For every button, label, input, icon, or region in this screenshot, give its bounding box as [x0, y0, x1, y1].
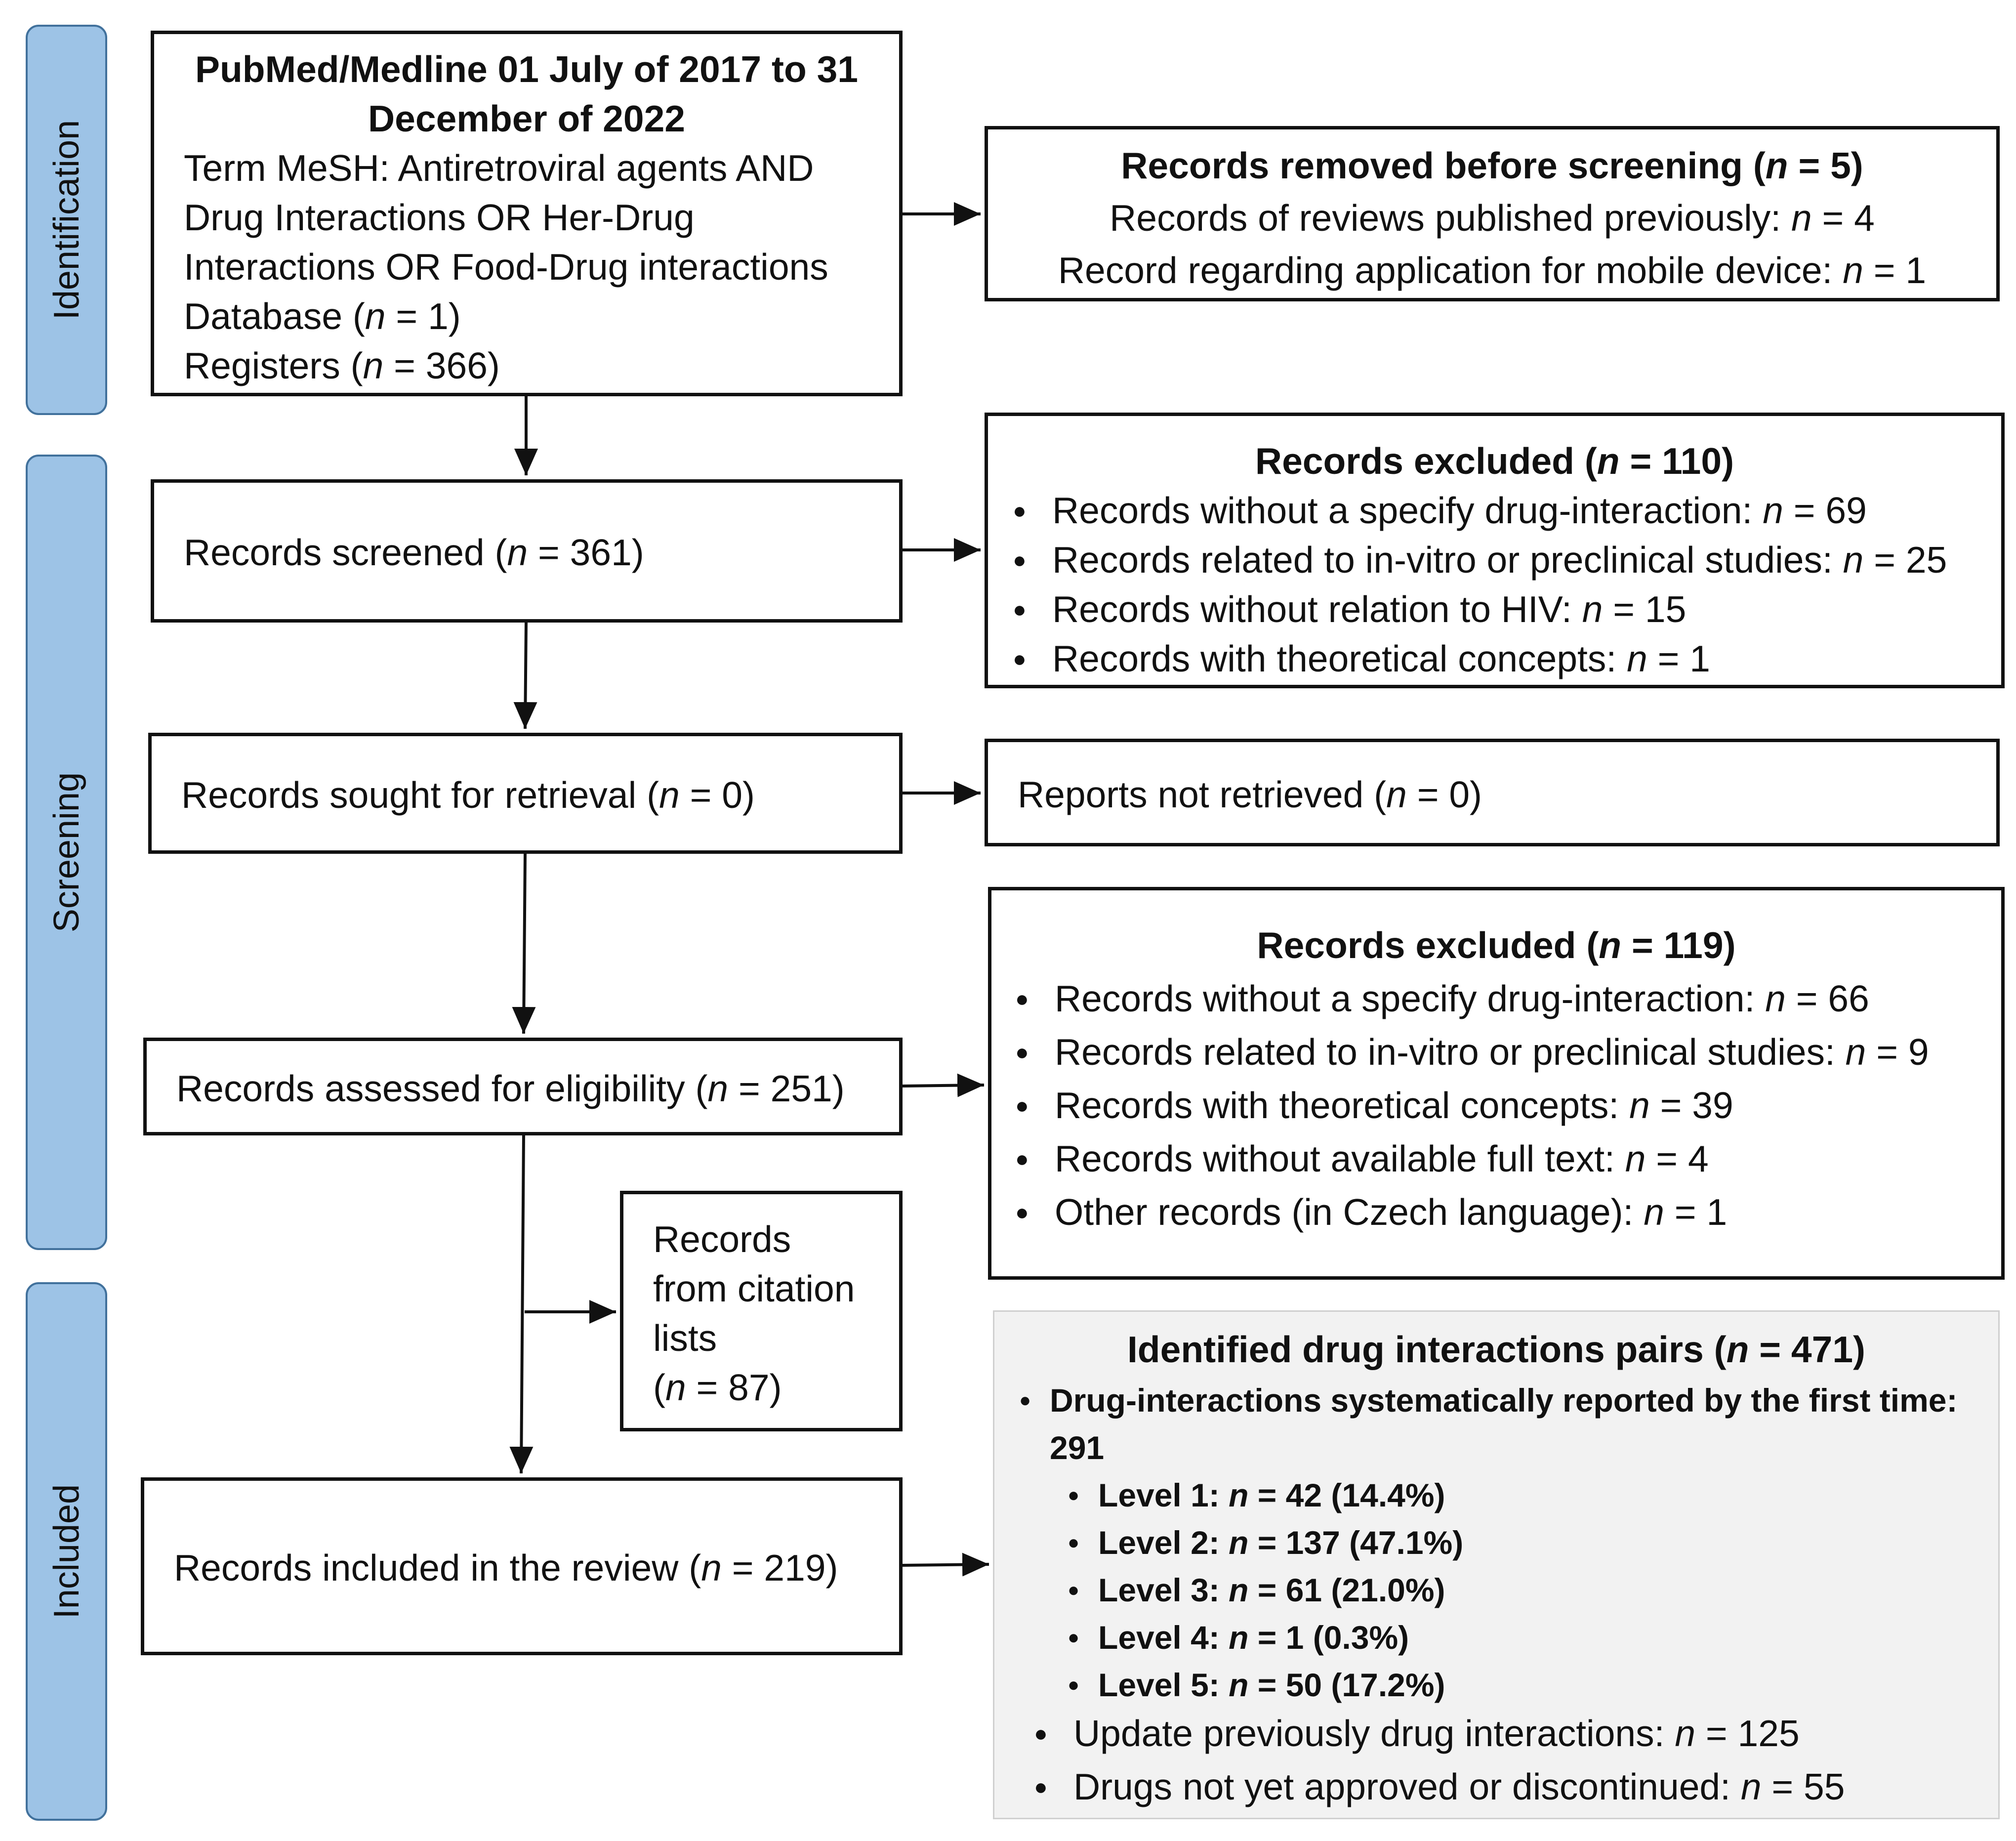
excluded-1-title: Records excluded (n = 110)	[1255, 440, 1734, 482]
arrow-eligibility-to-included	[509, 1135, 534, 1474]
pairs-level-item: Level 1: n = 42 (14.4%)	[1068, 1470, 1445, 1520]
pairs-level-item: Level 4: n = 1 (0.3%)	[1068, 1612, 1409, 1663]
arrow-sought-to-eligibility	[512, 853, 536, 1034]
pairs-not-approved: Drugs not yet approved or discontinued: …	[1034, 1761, 1845, 1812]
sought-text: Records sought for retrieval (n = 0)	[181, 774, 755, 816]
eligibility-box: Records assessed for eligibility (n = 25…	[143, 1038, 903, 1135]
excluded-1-item: Records without a specify drug-interacti…	[1013, 485, 1867, 536]
not-retrieved-box: Reports not retrieved (n = 0)	[985, 739, 2000, 846]
pairs-level-item: Level 5: n = 50 (17.2%)	[1068, 1660, 1445, 1710]
removed-box: Records removed before screening (n = 5)…	[985, 126, 2000, 301]
excluded-box-2: Records excluded (n = 119) Records witho…	[988, 887, 2005, 1280]
identification-line1: Term MeSH: Antiretroviral agents AND	[184, 147, 814, 189]
removed-line2: Record regarding application for mobile …	[1058, 250, 1927, 291]
screened-text: Records screened (n = 361)	[184, 532, 644, 573]
pairs-title: Identified drug interactions pairs (n = …	[1127, 1329, 1866, 1370]
screened-box: Records screened (n = 361)	[151, 479, 903, 623]
excluded-box-1: Records excluded (n = 110) Records witho…	[985, 413, 2005, 688]
excluded-2-item: Records related to in-vitro or preclinic…	[1015, 1027, 1929, 1077]
excluded-2-item: Records with theoretical concepts: n = 3…	[1015, 1080, 1733, 1130]
pairs-first-time-line2: 291	[1050, 1429, 1105, 1466]
removed-line1: Records of reviews published previously:…	[1110, 197, 1875, 239]
pairs-level-item: Level 3: n = 61 (21.0%)	[1068, 1565, 1445, 1615]
phase-screening: Screening	[26, 455, 107, 1250]
eligibility-text: Records assessed for eligibility (n = 25…	[176, 1068, 845, 1109]
excluded-1-item: Records with theoretical concepts: n = 1	[1013, 633, 1710, 684]
excluded-2-item: Other records (in Czech language): n = 1	[1015, 1187, 1727, 1237]
identification-line3: Interactions OR Food-Drug interactions	[184, 246, 828, 288]
identification-database: Database (n = 1)	[184, 295, 461, 337]
phase-identification: Identification	[26, 25, 107, 415]
citation-box: Records from citation lists (n = 87)	[620, 1191, 903, 1431]
pairs-box: Identified drug interactions pairs (n = …	[993, 1310, 2000, 1819]
excluded-2-item: Records without available full text: n =…	[1015, 1133, 1709, 1184]
removed-title: Records removed before screening (n = 5)	[1121, 145, 1863, 186]
excluded-1-item: Records without relation to HIV: n = 15	[1013, 584, 1686, 634]
arrow-screened-to-sought	[513, 622, 537, 729]
excluded-1-item: Records related to in-vitro or preclinic…	[1013, 535, 1947, 585]
arrow-to-excluded-2	[902, 1073, 985, 1097]
sought-box: Records sought for retrieval (n = 0)	[148, 733, 903, 854]
pairs-first-time-line1: Drug-interactions systematically reporte…	[1019, 1375, 1957, 1425]
phase-included: Included	[26, 1282, 107, 1821]
identification-line2: Drug Interactions OR Her-Drug	[184, 197, 695, 238]
identification-box: PubMed/Medline 01 July of 2017 to 31 Dec…	[151, 31, 903, 396]
pairs-update: Update previously drug interactions: n =…	[1034, 1708, 1800, 1758]
not-retrieved-text: Reports not retrieved (n = 0)	[1018, 774, 1482, 815]
citation-line4: (n = 87)	[653, 1367, 782, 1408]
excluded-2-item: Records without a specify drug-interacti…	[1015, 973, 1869, 1024]
included-text: Records included in the review (n = 219)	[174, 1547, 838, 1589]
citation-line1: Records	[653, 1218, 791, 1260]
identification-title-line2: December of 2022	[368, 98, 685, 139]
pairs-level-item: Level 2: n = 137 (47.1%)	[1068, 1517, 1463, 1568]
excluded-2-title: Records excluded (n = 119)	[1257, 924, 1736, 966]
citation-line2: from citation	[653, 1268, 855, 1309]
identification-registers: Registers (n = 366)	[184, 345, 500, 386]
citation-line3: lists	[653, 1317, 717, 1359]
arrow-to-pairs	[902, 1552, 989, 1577]
identification-title-line1: PubMed/Medline 01 July of 2017 to 31	[195, 48, 859, 90]
included-box: Records included in the review (n = 219)	[141, 1477, 903, 1655]
